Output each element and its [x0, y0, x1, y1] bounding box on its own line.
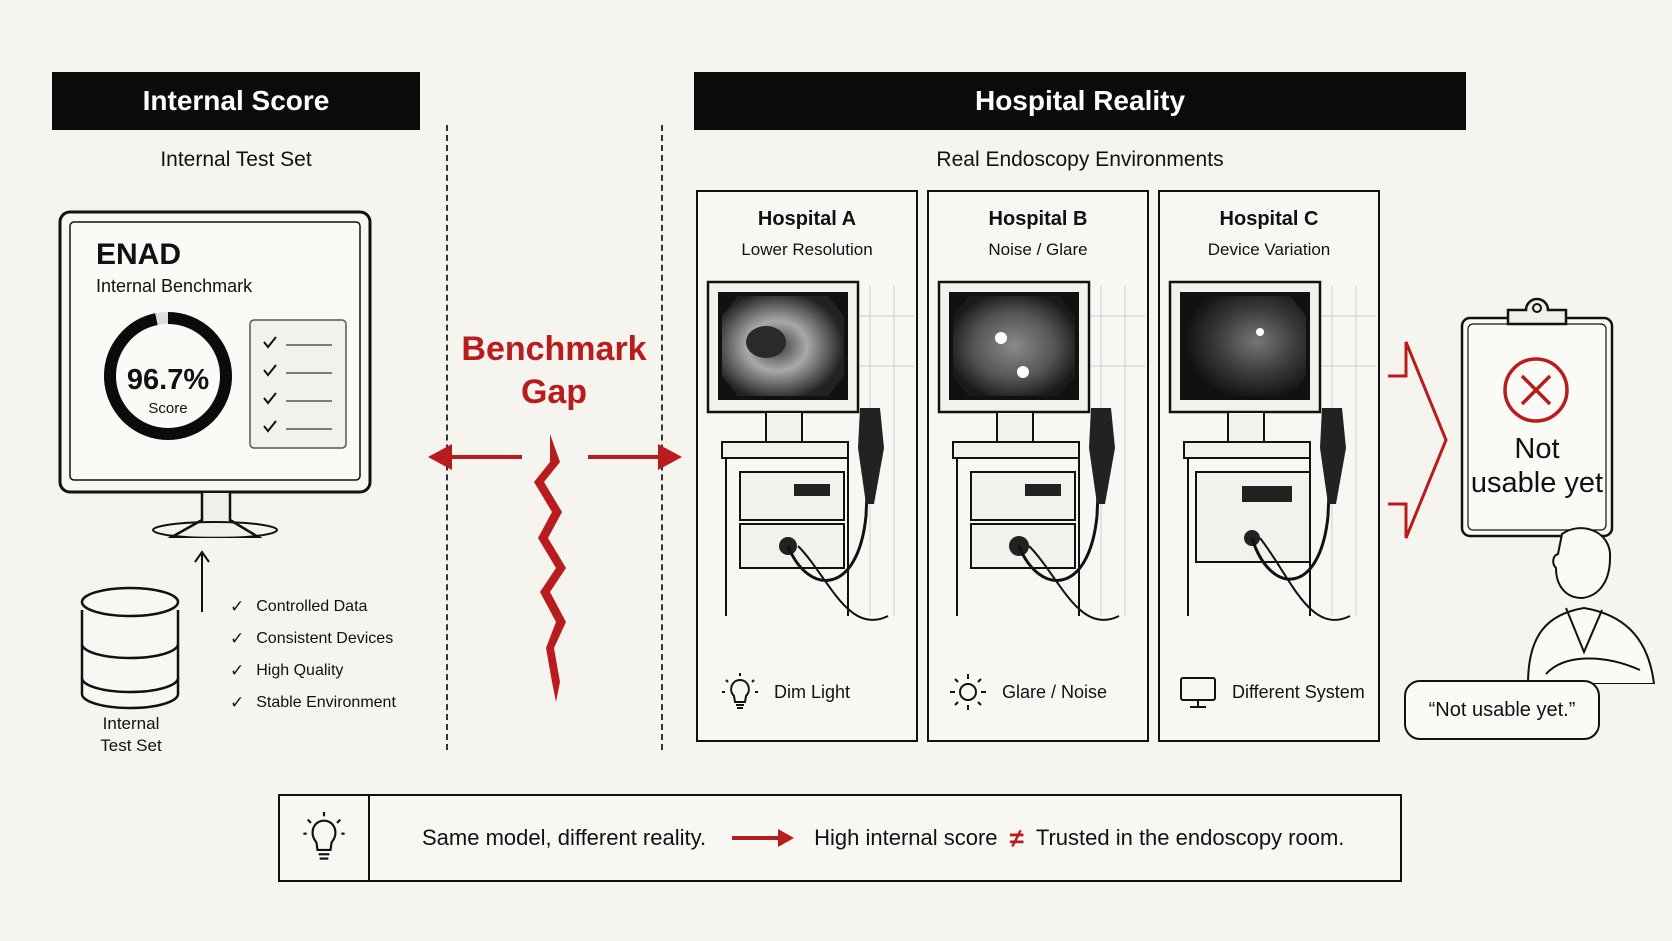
lightbulb-icon: [303, 812, 345, 860]
internal-test-set-subtitle: Internal Test Set: [160, 148, 312, 171]
verdict-line2: usable yet: [1470, 467, 1604, 499]
check-icon: ✓: [230, 661, 245, 680]
checklist-item: ✓ Controlled Data: [230, 591, 396, 623]
benchmark-gap-label: Benchmark Gap: [454, 328, 654, 414]
endoscopy-tower-a-illustration: [706, 280, 914, 621]
verdict-text: Not usable yet: [1460, 432, 1614, 500]
hospital-c-name: Hospital C: [1219, 208, 1319, 230]
verdict-arrow-icon: [1388, 341, 1448, 539]
hospital-a-condition-label: Dim Light: [774, 681, 851, 702]
hospital-reality-title: Hospital Reality: [974, 85, 1186, 116]
check-icon: ✓: [230, 629, 245, 648]
verdict-line1: Not: [1514, 433, 1560, 465]
score-ring-gauge: [104, 312, 232, 440]
speech-bubble: “Not usable yet.”: [1404, 680, 1600, 740]
hospital-b-condition-label: Glare / Noise: [1002, 681, 1108, 702]
red-arrow-icon: [732, 829, 795, 847]
endoscopy-tower-b-illustration: [937, 280, 1145, 621]
internal-conditions-checklist: ✓ Controlled Data ✓ Consistent Devices ✓…: [230, 591, 396, 719]
doctor-figure-illustration: [1526, 527, 1656, 684]
checklist-item-label: High Quality: [256, 662, 344, 679]
checklist-item-label: Controlled Data: [256, 598, 368, 615]
lightbulb-icon: [722, 673, 758, 709]
check-icon: ✓: [230, 597, 245, 616]
internal-score-title: Internal Score: [142, 85, 330, 116]
hospital-c-condition-label: Different System: [1232, 681, 1365, 702]
hospital-a-issue: Lower Resolution: [741, 240, 873, 259]
left-divider: [446, 125, 448, 750]
score-value: 96.7%: [126, 364, 210, 396]
monitor-product-name: ENAD: [96, 238, 182, 271]
database-label-line2: Test Set: [100, 736, 162, 755]
hospital-b-name: Hospital B: [988, 208, 1088, 230]
reject-x-icon: [1503, 357, 1569, 423]
checklist-item-label: Stable Environment: [256, 694, 396, 711]
right-divider: [661, 125, 663, 750]
hospital-c-condition: Different System: [1178, 672, 1365, 712]
monitor-caption: Internal Benchmark: [96, 276, 253, 296]
up-arrow-icon: [194, 550, 210, 612]
checklist-item-label: Consistent Devices: [256, 630, 394, 647]
real-environments-subtitle: Real Endoscopy Environments: [936, 148, 1224, 171]
score-ring-fill: [104, 312, 232, 440]
hospital-b-issue: Noise / Glare: [988, 240, 1088, 259]
footer-text-trusted: Trusted in the endoscopy room.: [1035, 825, 1345, 850]
gap-arrows-and-crack: [428, 434, 682, 702]
clipboard-icon: [1460, 297, 1614, 538]
hospital-b-condition: Glare / Noise: [948, 672, 1107, 712]
key-insight-footer: Same model, different reality. High inte…: [278, 794, 1402, 882]
hospital-reality-banner: Hospital Reality: [694, 72, 1466, 130]
footer-message: Same model, different reality. High inte…: [370, 823, 1344, 854]
gap-label-line1: Benchmark: [461, 330, 647, 368]
hospital-a-condition: Dim Light: [720, 672, 850, 712]
checklist-item: ✓ High Quality: [230, 655, 396, 687]
footer-text-high-score: High internal score: [814, 825, 998, 850]
hospital-c-issue: Device Variation: [1207, 240, 1331, 259]
footer-text-same-model: Same model, different reality.: [422, 825, 707, 850]
internal-score-banner: Internal Score: [52, 72, 420, 130]
endoscopy-tower-c-illustration: [1168, 280, 1376, 621]
gap-label-line2: Gap: [520, 373, 588, 411]
checklist-item: ✓ Stable Environment: [230, 687, 396, 719]
check-icon: ✓: [230, 693, 245, 712]
hospital-a-name: Hospital A: [757, 208, 857, 230]
speech-bubble-text: “Not usable yet.”: [1428, 698, 1576, 721]
not-equal-icon: ≠: [1009, 822, 1024, 853]
checklist-item: ✓ Consistent Devices: [230, 623, 396, 655]
score-label: Score: [148, 400, 188, 417]
database-icon: [80, 586, 180, 710]
monitor-icon: [1180, 677, 1216, 708]
database-label-line1: Internal: [102, 714, 160, 733]
sun-icon: [950, 674, 986, 710]
footer-icon-cell: [280, 796, 370, 880]
